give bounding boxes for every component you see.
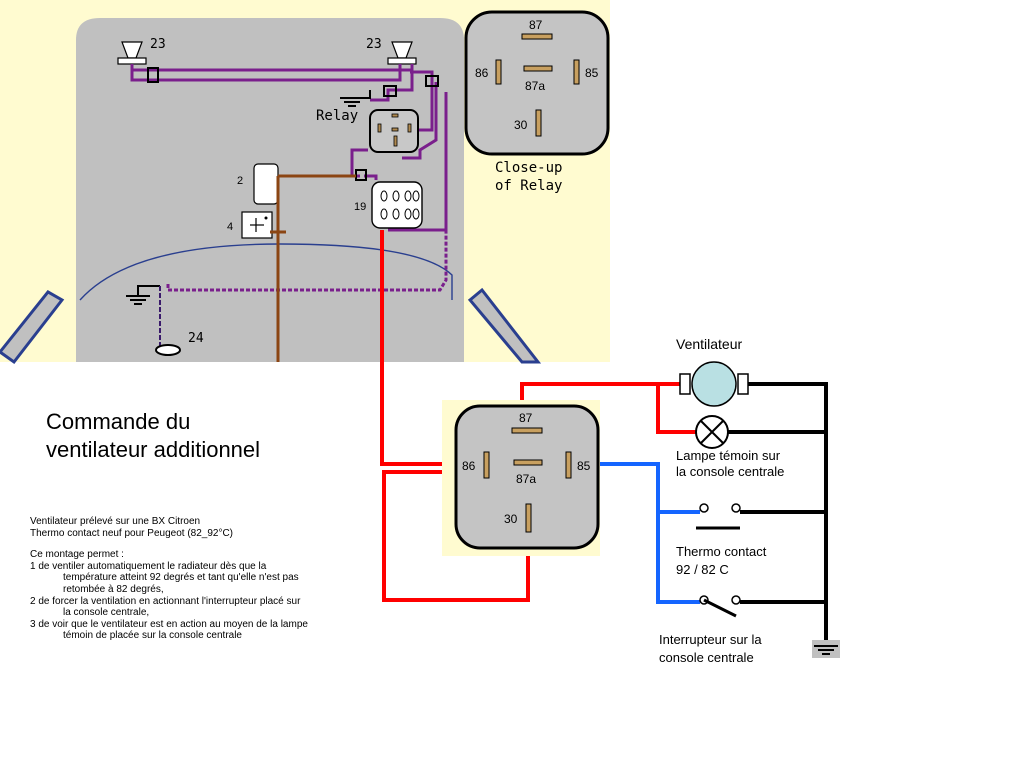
note-item-2-cont: la console centrale,: [63, 607, 150, 619]
switch-label-1: Interrupteur sur la: [659, 632, 762, 647]
horn-left-label: 23: [150, 37, 166, 52]
closeup-pin-30: 30: [514, 118, 528, 132]
relay-pin-30: 30: [504, 512, 518, 526]
relay-label: Relay: [316, 108, 358, 124]
closeup-caption-1: Close-up: [495, 160, 562, 176]
connector: [147, 67, 159, 83]
note-item-1: 1 de ventiler automatiquement le radiate…: [30, 560, 267, 572]
horn-right-label: 23: [366, 37, 382, 52]
relay-pin-87: 87: [519, 411, 533, 425]
closeup-pin-87a: 87a: [525, 79, 545, 93]
connector: [425, 75, 439, 87]
component-4: [241, 211, 273, 239]
note-item-3: 3 de voir que le ventilateur est en acti…: [30, 618, 308, 630]
note-line: Thermo contact neuf pour Peugeot (82_92°…: [30, 527, 234, 539]
note-item-3-cont: témoin de placée sur la console centrale: [63, 630, 242, 642]
purple-wires: [130, 64, 448, 292]
closeup-caption-2: of Relay: [495, 178, 562, 194]
closeup-pin-85: 85: [585, 66, 599, 80]
component-2-label: 2: [237, 175, 243, 187]
thermo-label-2: 92 / 82 C: [676, 562, 729, 577]
thermo-label-1: Thermo contact: [676, 544, 767, 559]
closeup-pin-87: 87: [529, 18, 543, 32]
lamp-label-1: Lampe témoin sur: [676, 448, 781, 463]
ground-icon: [340, 90, 371, 107]
relay-pin-87a: 87a: [516, 472, 536, 486]
note-line: Ce montage permet :: [30, 549, 124, 561]
thermo-contact-icon: [696, 503, 741, 530]
notes-block: Ventilateur prélevé sur une BX Citroen T…: [30, 516, 390, 642]
component-19: [371, 181, 423, 229]
fan-label: Ventilateur: [676, 336, 742, 352]
red-wires: [380, 230, 696, 602]
component-4-label: 4: [227, 221, 233, 233]
lamp-icon: [695, 415, 729, 449]
diagram-title: Commande du ventilateur additionnel: [46, 408, 260, 464]
fan-icon: [679, 361, 749, 407]
ground-24-icon: [126, 285, 181, 356]
relay-pin-85: 85: [577, 459, 591, 473]
component-2: [253, 163, 279, 205]
lamp-label-2: la console centrale: [676, 464, 784, 479]
note-item-1-cont: température atteint 92 degrés et tant qu…: [63, 572, 299, 584]
blue-wires: [596, 462, 700, 604]
note-item-2: 2 de forcer la ventilation en actionnant…: [30, 595, 301, 607]
ground-icon: [812, 640, 840, 658]
connector: [383, 85, 397, 97]
main-relay: [442, 400, 600, 556]
black-wires: [728, 382, 828, 640]
note-line: Ventilateur prélevé sur une BX Citroen: [30, 516, 201, 527]
note-item-1-cont: retombée à 82 degrés,: [63, 583, 164, 595]
small-relay: [369, 109, 419, 153]
closeup-pin-86: 86: [475, 66, 489, 80]
relay-closeup: [464, 10, 610, 156]
ground-24-label: 24: [188, 331, 204, 346]
brown-wires: [270, 174, 356, 362]
relay-pin-86: 86: [462, 459, 476, 473]
title-line-1: Commande du: [46, 409, 191, 434]
switch-icon: [699, 595, 741, 618]
switch-label-2: console centrale: [659, 650, 754, 665]
component-19-label: 19: [354, 201, 366, 213]
title-line-2: ventilateur additionnel: [46, 437, 261, 462]
horn-right-icon: [387, 41, 417, 65]
